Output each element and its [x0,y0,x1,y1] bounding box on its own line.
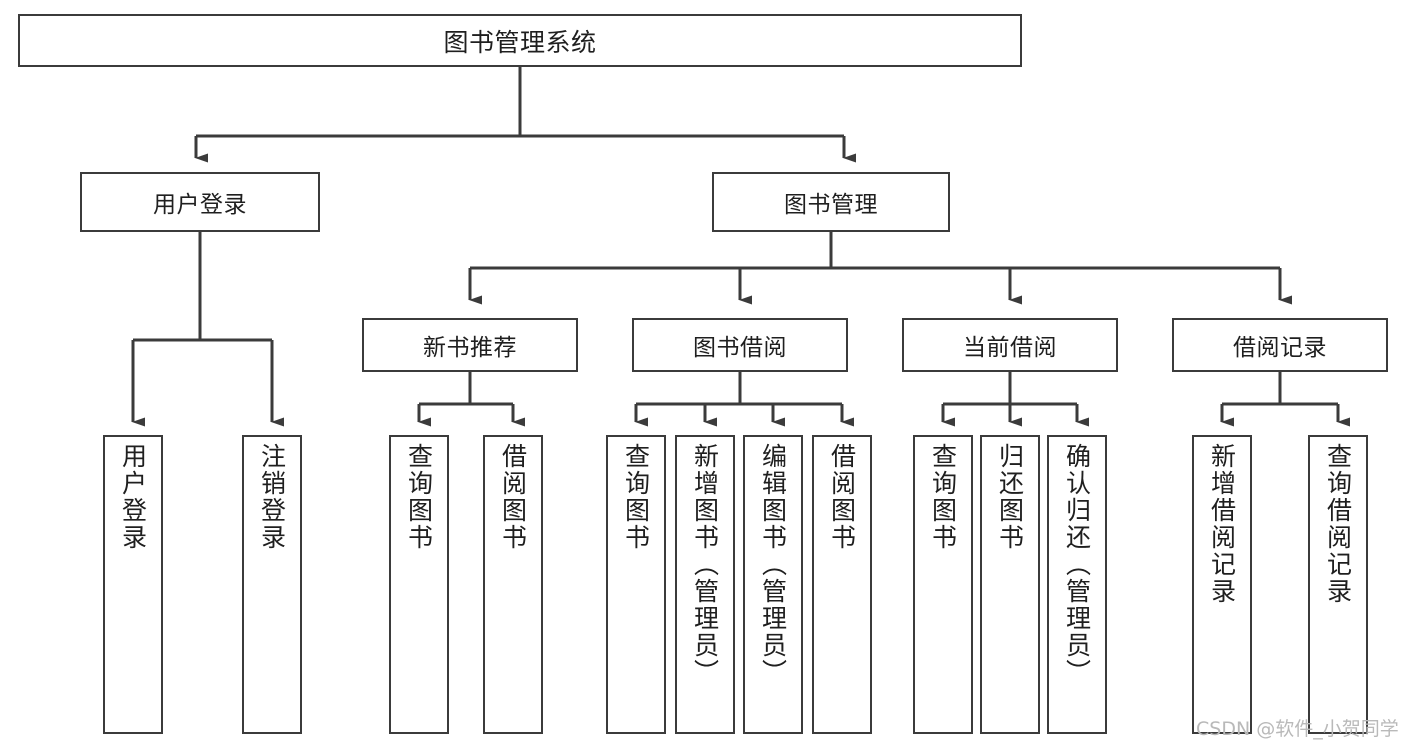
node-label: 图书管理 [784,192,878,218]
node-label: 图书借阅 [693,335,787,361]
leaf-return-books[interactable]: 归还图书 [980,435,1040,734]
leaf-query-borrow-record[interactable]: 查询借阅记录 [1308,435,1368,734]
node-label: 查询借阅记录 [1323,443,1353,605]
node-label: 借阅图书 [498,443,528,551]
leaf-borrow-books-new-book[interactable]: 借阅图书 [483,435,543,734]
leaf-query-books-current[interactable]: 查询图书 [913,435,973,734]
leaf-query-books-new-book[interactable]: 查询图书 [389,435,449,734]
node-book-management[interactable]: 图书管理 [712,172,950,232]
node-label: 查询图书 [404,443,434,551]
node-label: 新增图书（管理员） [690,443,720,686]
node-label: 编辑图书（管理员） [758,443,788,686]
node-label: 注销登录 [257,443,287,551]
node-label: 借阅记录 [1233,335,1327,361]
node-book-borrowing[interactable]: 图书借阅 [632,318,848,372]
leaf-user-login[interactable]: 用户登录 [103,435,163,734]
node-current-borrowing[interactable]: 当前借阅 [902,318,1118,372]
node-root-book-management-system[interactable]: 图书管理系统 [18,14,1022,67]
node-label: 新增借阅记录 [1207,443,1237,605]
node-label: 用户登录 [118,443,148,551]
node-label: 确认归还（管理员） [1062,443,1092,686]
leaf-confirm-return-admin[interactable]: 确认归还（管理员） [1047,435,1107,734]
node-label: 用户登录 [153,192,247,218]
node-new-book-recommendation[interactable]: 新书推荐 [362,318,578,372]
node-label: 当前借阅 [963,335,1057,361]
node-label: 查询图书 [621,443,651,551]
leaf-borrow-books[interactable]: 借阅图书 [812,435,872,734]
leaf-add-book-admin[interactable]: 新增图书（管理员） [675,435,735,734]
leaf-add-borrow-record[interactable]: 新增借阅记录 [1192,435,1252,734]
node-label: 新书推荐 [423,335,517,361]
leaf-edit-book-admin[interactable]: 编辑图书（管理员） [743,435,803,734]
leaf-logout[interactable]: 注销登录 [242,435,302,734]
node-label: 图书管理系统 [443,27,597,57]
node-label: 归还图书 [995,443,1025,551]
leaf-query-books-borrow[interactable]: 查询图书 [606,435,666,734]
node-label: 借阅图书 [827,443,857,551]
node-user-login[interactable]: 用户登录 [80,172,320,232]
node-label: 查询图书 [928,443,958,551]
node-borrowing-records[interactable]: 借阅记录 [1172,318,1388,372]
